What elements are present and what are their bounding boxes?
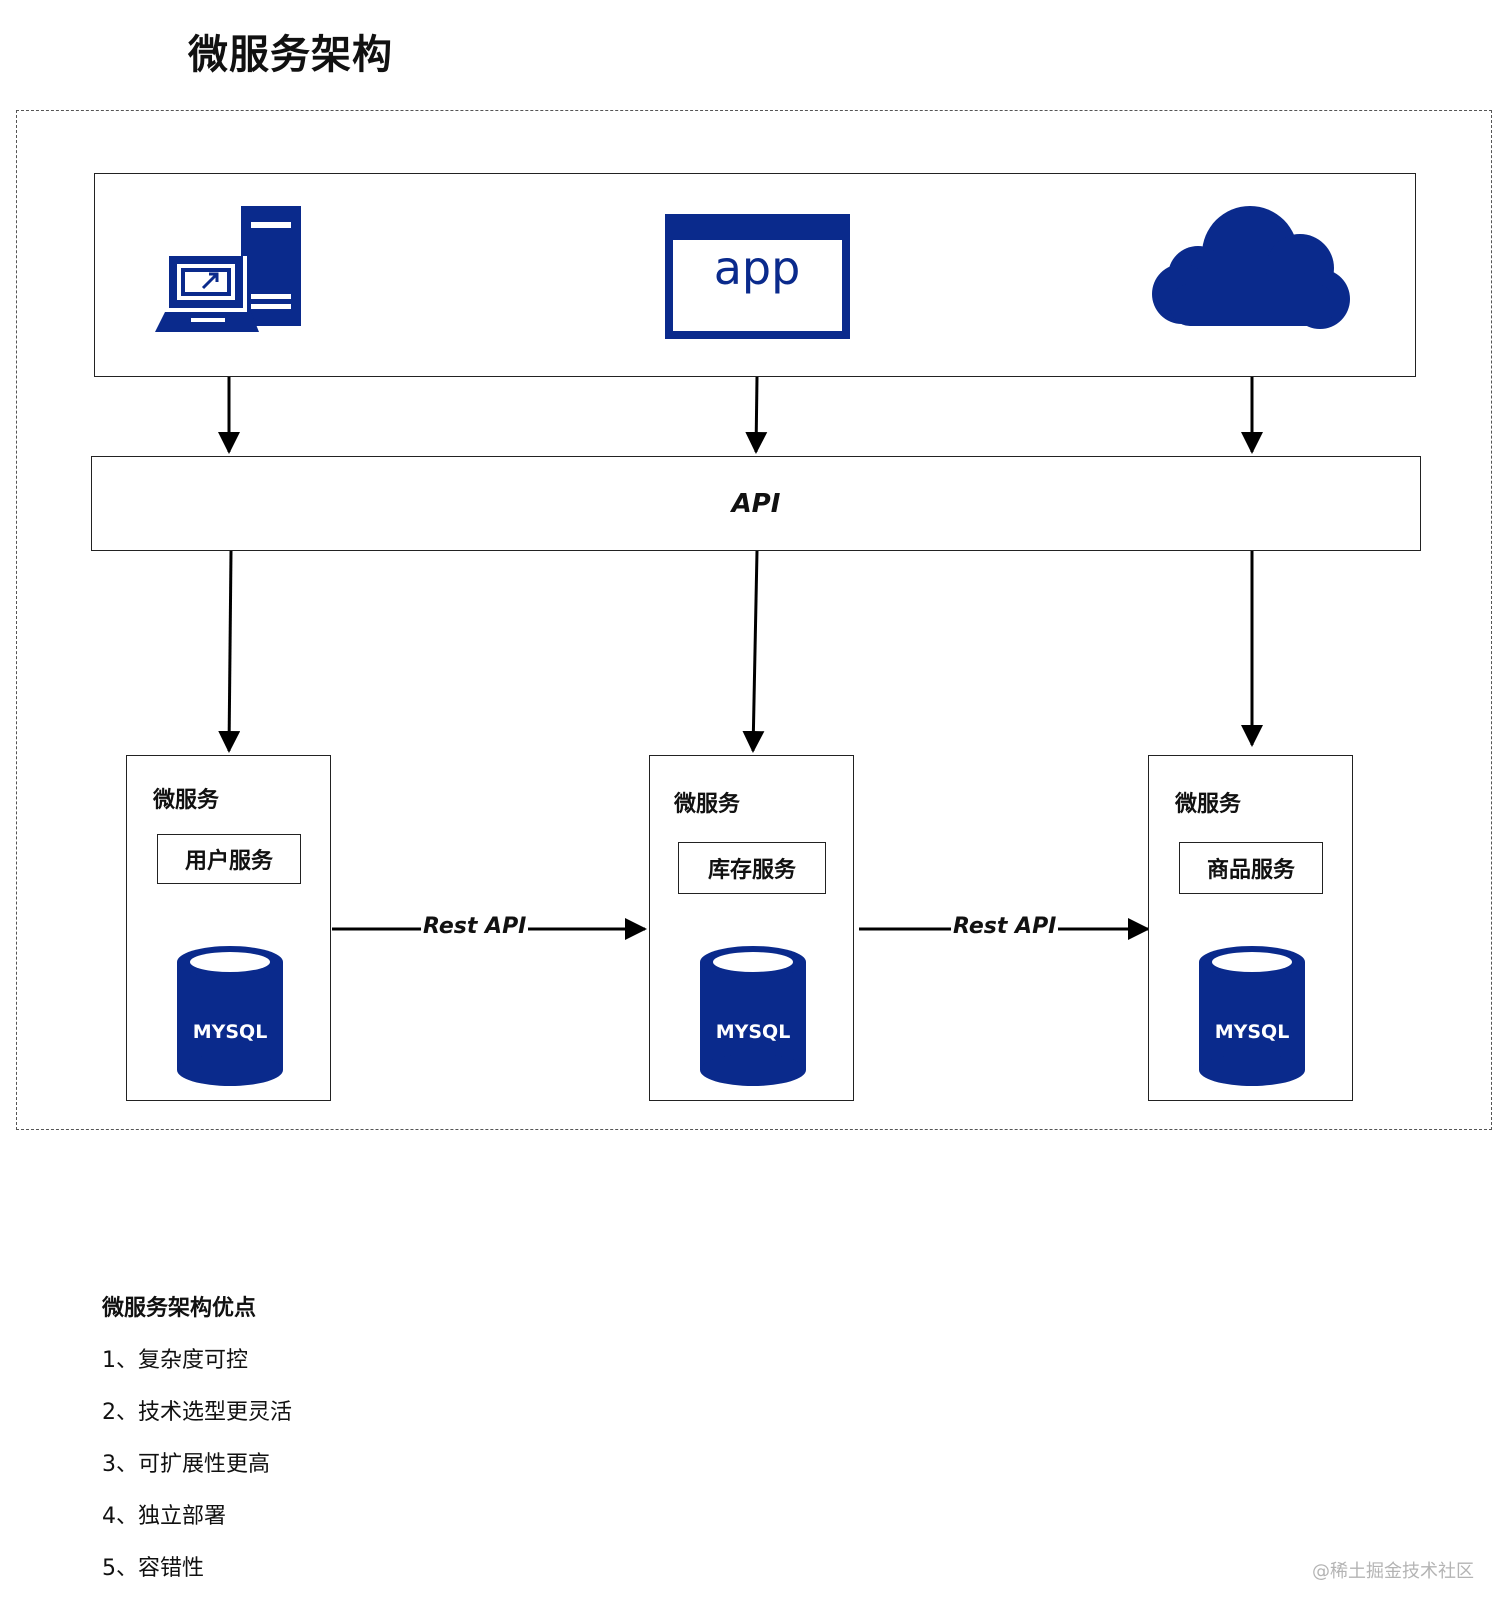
db-label: MYSQL [1215,1021,1290,1043]
service-name-box: 商品服务 [1179,842,1323,894]
service-name-box: 库存服务 [678,842,826,894]
database-icon: MYSQL [177,946,283,1086]
desktop-server-icon [155,206,301,332]
advantage-item: 5、容错性 [102,1556,204,1581]
page-title: 微服务架构 [188,32,393,78]
api-label: API [731,488,781,519]
advantages-title: 微服务架构优点 [102,1296,257,1321]
rest-api-label-1: Rest API [421,914,529,939]
arrow-client2-api [745,376,768,454]
database-icon: MYSQL [1199,946,1305,1086]
service-name: 商品服务 [1206,858,1295,883]
watermark: @稀土掘金技术社区 [1312,1561,1474,1582]
service-name: 库存服务 [707,858,796,883]
service-name-box: 用户服务 [157,834,301,884]
rest-api-label-2: Rest API [951,914,1059,939]
advantage-item: 1、复杂度可控 [102,1348,248,1373]
microservice-title: 微服务 [674,792,741,817]
clients-box: app [94,173,1416,377]
service-name: 用户服务 [184,849,273,874]
advantage-item: 2、技术选型更灵活 [102,1400,292,1425]
db-label: MYSQL [716,1021,791,1043]
database-icon: MYSQL [700,946,806,1086]
architecture-frame [16,110,1492,1130]
microservice-box-inventory: 微服务 库存服务 MYSQL [649,755,854,1101]
advantage-item: 3、可扩展性更高 [102,1452,270,1477]
arrow-api-svc1 [218,550,241,753]
cloud-icon [1152,206,1350,329]
microservice-title: 微服务 [1175,792,1242,817]
microservice-title: 微服务 [153,788,220,813]
microservice-box-product: 微服务 商品服务 MYSQL [1148,755,1353,1101]
microservice-box-user: 微服务 用户服务 MYSQL [126,755,331,1101]
advantage-item: 4、独立部署 [102,1504,226,1529]
app-window-icon: app [665,214,850,339]
app-label: app [714,241,801,295]
arrow-api-svc2 [742,550,765,753]
db-label: MYSQL [193,1021,268,1043]
api-gateway-box: API [91,456,1421,551]
